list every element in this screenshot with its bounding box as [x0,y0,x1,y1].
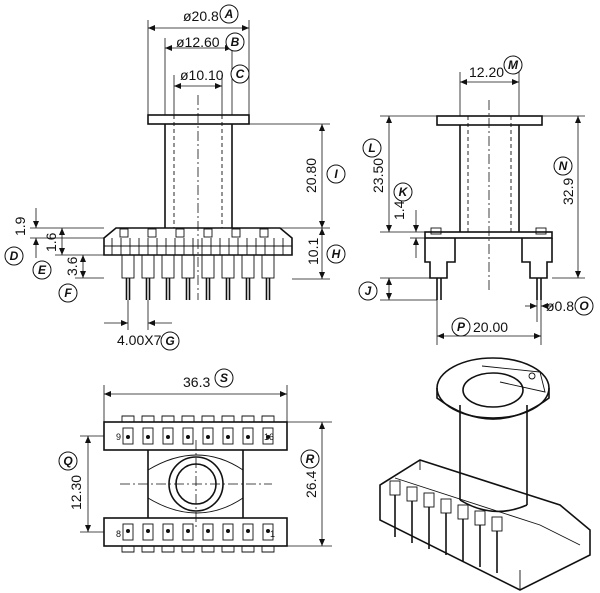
top-pin-row [103,421,288,451]
pin-hole [146,529,150,533]
bubble-m: M [503,55,523,75]
dim-10-1: 10.1 [305,238,321,265]
svg-text:L: L [368,141,375,155]
pin-hole [206,529,210,533]
dim-12-30: 12.30 [68,475,84,510]
front-view [103,95,293,300]
bottom-dimensions [80,385,332,547]
front-pin-holder [181,254,195,279]
svg-text:Q: Q [63,454,73,468]
front-pin-holder [241,254,255,279]
svg-text:R: R [306,452,315,466]
dim-1-6: 1.6 [43,232,59,252]
dim-20-80: 20.80 [303,158,319,193]
svg-text:M: M [508,58,519,72]
bubble-a: A [219,4,239,24]
dim-phi-20-8: ø20.8 [183,8,219,24]
top-flange [147,114,250,125]
pin-label-16: 16 [264,432,274,442]
dim-1-9: 1.9 [12,216,28,236]
pin-hole [126,529,130,533]
svg-text:O: O [579,299,589,313]
svg-text:A: A [224,7,234,21]
pin-hole [186,529,190,533]
pin-hole [166,529,170,533]
dim-26-4: 26.4 [303,471,319,498]
dim-12-20: 12.20 [469,64,504,80]
bottom-view [103,415,288,553]
bubble-e: E [32,260,52,280]
pin-hole [226,529,230,533]
pin-hole [266,529,270,533]
reference-bubbles: AB C D E F G H I J K L M N O P Q R S [4,4,594,471]
dim-phi-12-60: ø12.60 [176,34,220,50]
svg-text:C: C [236,67,245,81]
pin-hole [186,435,190,439]
bubble-l: L [362,138,382,158]
bubble-r: R [300,449,320,469]
front-pin-holder [201,254,215,279]
bubble-b: B [225,32,245,52]
bubble-s: S [214,368,234,388]
bubble-j: J [358,281,378,301]
bubble-d: D [4,246,24,266]
svg-text:I: I [334,167,338,181]
dim-1-4: 1.4 [391,200,407,220]
bubble-p: P [451,317,471,337]
dim-phi-10-10: ø10.10 [180,67,224,83]
bubble-g: G [160,331,180,351]
front-pin-holder [261,254,275,279]
bubble-k: K [393,182,413,202]
pin-hole [126,435,130,439]
pin-label-1: 1 [270,529,275,539]
side-view [424,100,553,300]
dim-phi-0-8: ø0.8 [546,298,574,314]
front-pin-holder [141,254,155,279]
svg-text:H: H [332,247,341,261]
bubble-h: H [326,244,346,264]
bubble-f: F [58,283,78,303]
svg-text:B: B [231,35,240,49]
front-pin-holder [121,254,135,279]
pin-label-9: 9 [116,432,121,442]
side-dimensions [380,72,585,345]
isometric-view [379,357,591,591]
svg-text:N: N [559,159,568,173]
dim-20-00: 20.00 [473,319,508,335]
pin-hole [226,435,230,439]
svg-text:P: P [457,320,466,334]
pin-hole [246,529,250,533]
svg-text:K: K [399,185,409,199]
dim-3-6: 3.6 [64,256,80,276]
pin-label-8: 8 [116,529,121,539]
dim-23-50: 23.50 [370,158,386,193]
svg-text:E: E [38,263,47,277]
bubble-i: I [326,164,346,184]
svg-text:J: J [365,284,372,298]
bubble-o: O [574,296,594,316]
front-pin-holder [161,254,175,279]
pin-hole [206,435,210,439]
pin-hole [246,435,250,439]
dim-32-9: 32.9 [560,178,576,205]
front-dimensions [30,20,330,330]
pin-hole [146,435,150,439]
bubble-q: Q [58,451,78,471]
svg-text:S: S [220,371,228,385]
bottom-pin-row [103,517,288,547]
side-top-flange [436,115,543,126]
pin-hole [166,435,170,439]
bubble-n: N [553,156,573,176]
pin-hole [266,435,270,439]
svg-text:D: D [10,249,19,263]
svg-text:F: F [64,286,72,300]
dimension-labels: ø20.8 ø12.60 ø10.10 20.80 10.1 1.9 1.6 3… [12,8,576,539]
dim-36-3: 36.3 [183,374,210,390]
svg-text:G: G [165,334,174,348]
front-pin-holder [221,254,235,279]
bubble-c: C [230,64,250,84]
dim-4-00x7: 4.00X7 [117,332,162,348]
